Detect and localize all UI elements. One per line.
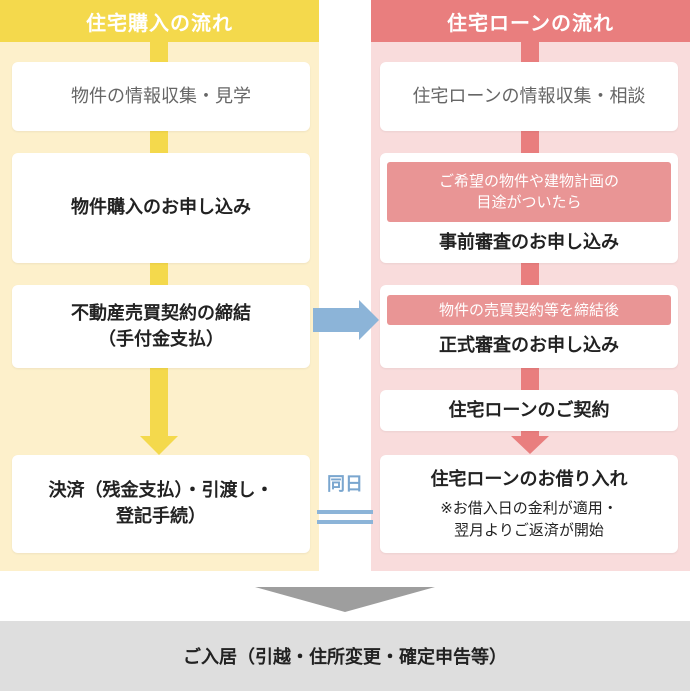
loan-connector	[521, 263, 539, 285]
loan-step-info-consultation: 住宅ローンの情報収集・相談	[380, 62, 678, 131]
step-label: 住宅ローンの情報収集・相談	[412, 85, 646, 107]
loan-step-contract: 住宅ローンのご契約	[380, 390, 678, 431]
loan-connector	[521, 431, 539, 439]
step-label: 登記手続）	[116, 506, 206, 527]
step-label: 住宅ローンのお借り入れ	[430, 469, 628, 490]
final-step-label: ご入居（引越・住所変更・確定申告等）	[183, 647, 507, 668]
loan-step-formal-screening: 物件の売買契約等を締結後 正式審査のお申し込み	[380, 285, 678, 368]
step-label: 正式審査のお申し込み	[439, 335, 619, 356]
purchase-step-contract: 不動産売買契約の締結 （手付金支払）	[12, 285, 310, 368]
condition-banner: ご希望の物件や建物計画の 目途がついたら	[387, 162, 671, 222]
purchase-step-settlement: 決済（残金支払）・引渡し・ 登記手続）	[12, 455, 310, 553]
condition-banner: 物件の売買契約等を締結後	[387, 295, 671, 325]
link-arrow-right-icon	[313, 300, 379, 340]
step-label: 物件購入のお申し込み	[71, 197, 251, 218]
loan-step-borrowing: 住宅ローンのお借り入れ ※お借入日の金利が適用・ 翌月よりご返済が開始	[380, 455, 678, 553]
final-step-move-in: ご入居（引越・住所変更・確定申告等）	[0, 621, 690, 691]
note-label: 翌月よりご返済が開始	[454, 521, 604, 539]
loan-arrow-down-icon	[511, 436, 549, 454]
equal-sign-bar	[317, 510, 373, 514]
purchase-connector	[150, 368, 168, 436]
same-day-label: 同日	[327, 474, 363, 495]
purchase-flow-title: 住宅購入の流れ	[0, 0, 319, 42]
step-label: 決済（残金支払）・引渡し・	[48, 480, 274, 501]
note-label: ※お借入日の金利が適用・	[440, 499, 618, 517]
step-label: 不動産売買契約の締結	[71, 302, 251, 324]
loan-step-pre-screening: ご希望の物件や建物計画の 目途がついたら 事前審査のお申し込み	[380, 153, 678, 263]
condition-label: 目途がついたら	[476, 193, 582, 211]
step-label: 住宅ローンのご契約	[448, 399, 610, 421]
loan-connector	[521, 368, 539, 390]
purchase-step-application: 物件購入のお申し込み	[12, 153, 310, 263]
step-label: （手付金支払）	[98, 328, 224, 350]
loan-connector	[521, 131, 539, 153]
purchase-arrow-down-icon	[140, 436, 178, 455]
loan-flow-title: 住宅ローンの流れ	[371, 0, 690, 42]
purchase-connector	[150, 131, 168, 153]
final-arrow-down-icon	[255, 587, 435, 612]
loan-connector	[521, 42, 539, 62]
purchase-step-info-gathering: 物件の情報収集・見学	[12, 62, 310, 131]
condition-label: ご希望の物件や建物計画の	[438, 172, 619, 190]
step-label: 物件の情報収集・見学	[71, 85, 251, 107]
condition-label: 物件の売買契約等を締結後	[438, 300, 619, 319]
purchase-connector	[150, 263, 168, 285]
equal-sign-bar	[317, 520, 373, 524]
step-label: 事前審査のお申し込み	[439, 232, 619, 253]
purchase-connector	[150, 42, 168, 62]
